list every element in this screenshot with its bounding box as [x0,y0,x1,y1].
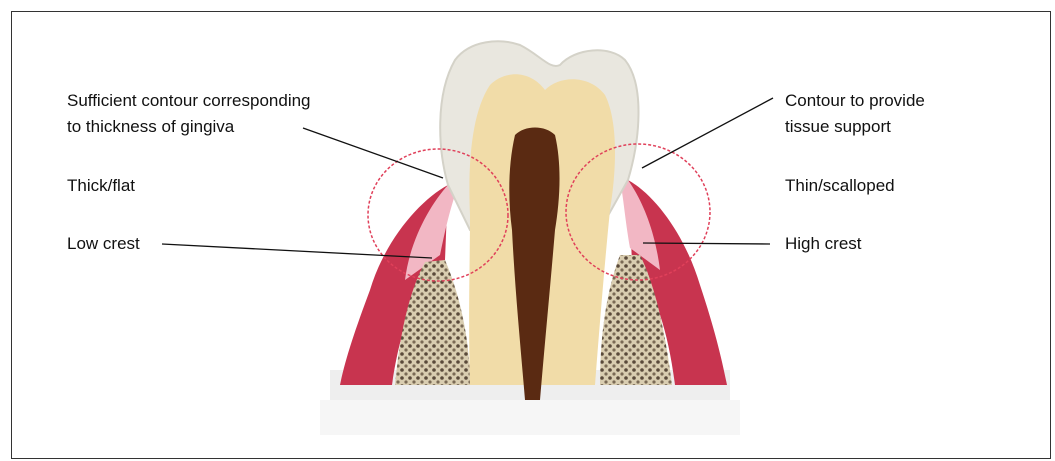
label-high-crest: High crest [785,233,862,255]
label-left-contour-line2: to thickness of gingiva [67,116,234,138]
label-right-contour-line1: Contour to provide [785,90,925,112]
label-low-crest: Low crest [67,233,140,255]
label-left-contour-line1: Sufficient contour corresponding [67,90,311,112]
leader-right-contour [642,98,773,168]
label-left-type: Thick/flat [67,175,135,197]
leader-left-contour [303,128,443,178]
label-right-contour-line2: tissue support [785,116,891,138]
label-right-type: Thin/scalloped [785,175,895,197]
